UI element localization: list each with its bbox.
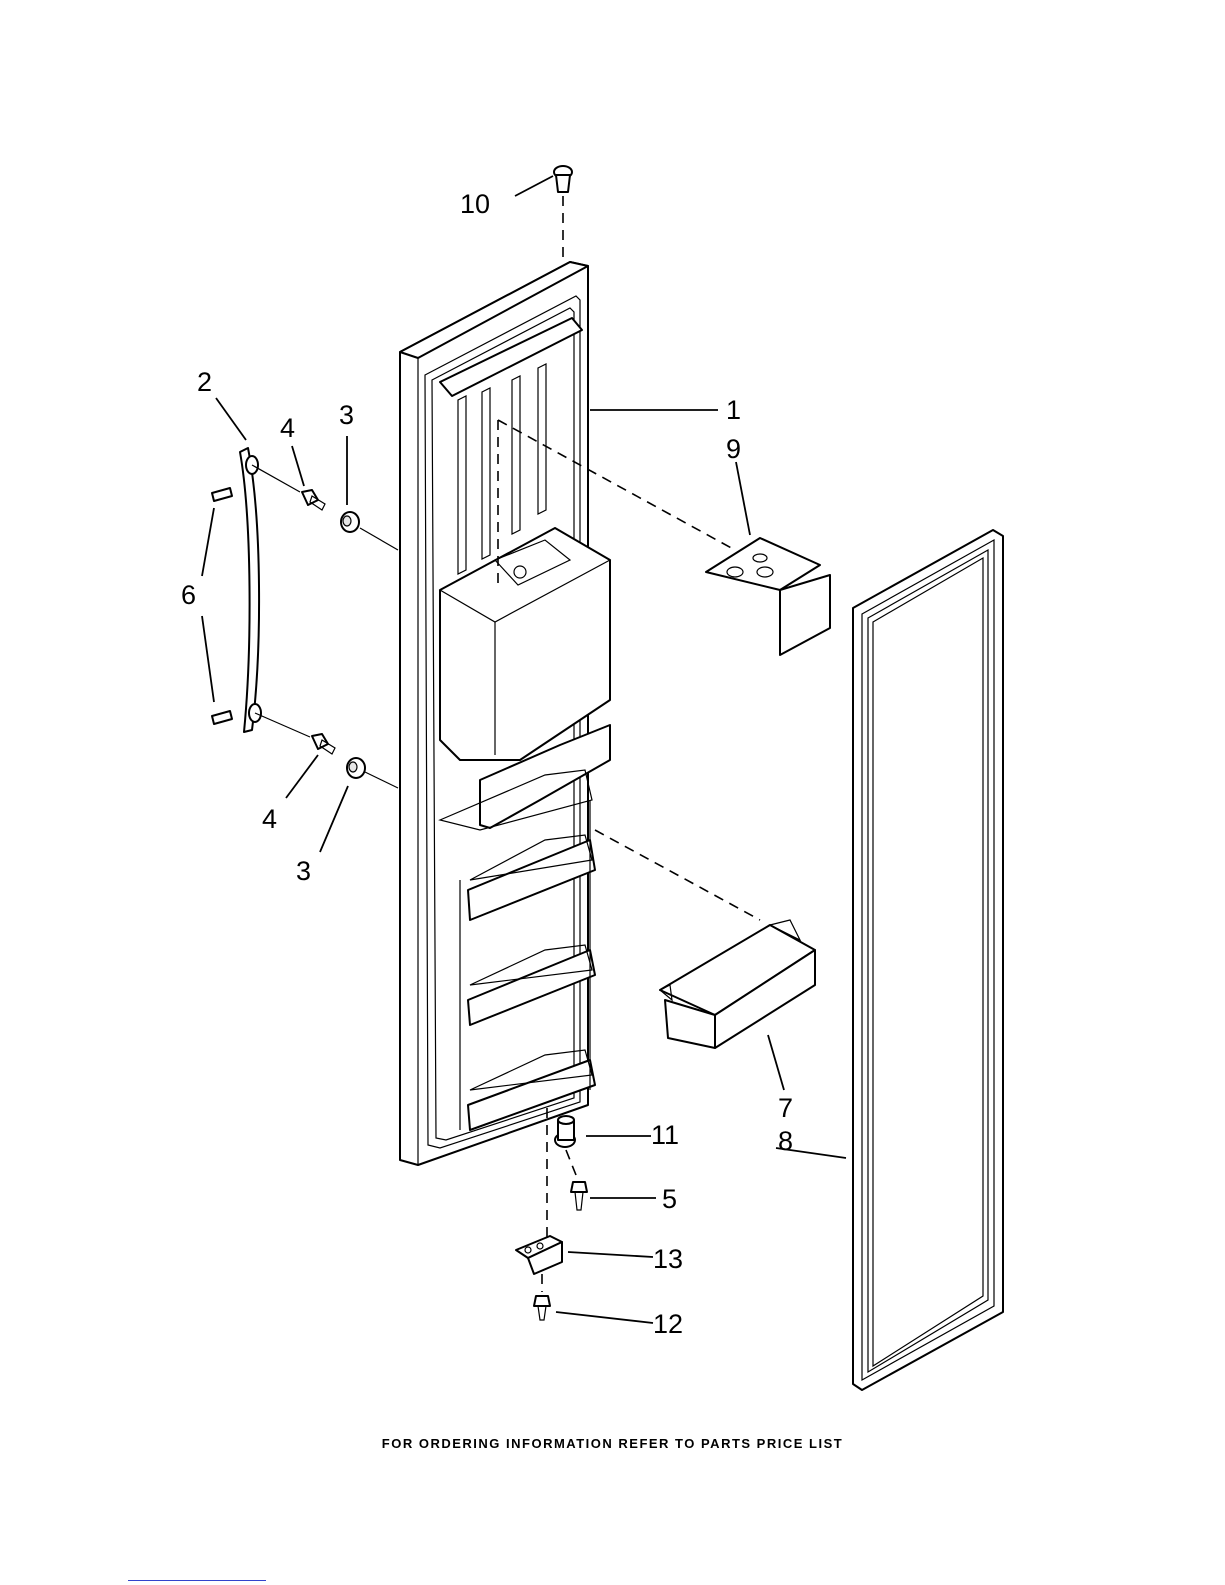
handle-set-screw-top xyxy=(212,488,232,501)
callout-9: 9 xyxy=(726,434,741,464)
callout-13: 13 xyxy=(653,1244,683,1274)
callout-4-upper: 4 xyxy=(280,413,295,443)
handle-spacer-bottom xyxy=(347,758,365,778)
callout-11: 11 xyxy=(651,1120,679,1150)
door-bin xyxy=(660,920,815,1048)
callout-3-upper: 3 xyxy=(339,400,354,430)
callout-8: 8 xyxy=(778,1126,793,1156)
link-underline xyxy=(128,1580,266,1581)
hinge-screw-lower xyxy=(534,1296,550,1320)
door-panel xyxy=(400,262,610,1165)
door-top-cap xyxy=(554,166,572,192)
ordering-info-footer: FOR ORDERING INFORMATION REFER TO PARTS … xyxy=(0,1436,1225,1451)
callout-5: 5 xyxy=(662,1184,677,1214)
callout-6: 6 xyxy=(181,580,196,610)
callout-4-lower: 4 xyxy=(262,804,277,834)
callout-12: 12 xyxy=(653,1309,683,1339)
door-handle xyxy=(240,448,261,732)
hinge-bracket-plate xyxy=(706,538,830,655)
callout-1: 1 xyxy=(726,395,741,425)
handle-spacer-top xyxy=(341,512,359,532)
callout-7: 7 xyxy=(778,1093,793,1123)
hinge-screw-upper xyxy=(571,1182,587,1210)
handle-set-screw-bottom xyxy=(212,711,232,724)
door-gasket xyxy=(853,530,1003,1390)
hinge-plate xyxy=(516,1236,562,1274)
callout-2: 2 xyxy=(197,367,212,397)
handle-mount-screw-top xyxy=(302,490,325,510)
callout-10: 10 xyxy=(460,189,490,219)
hinge-pin xyxy=(555,1116,575,1147)
handle-mount-screw-bottom xyxy=(312,734,335,754)
callout-3-lower: 3 xyxy=(296,856,311,886)
